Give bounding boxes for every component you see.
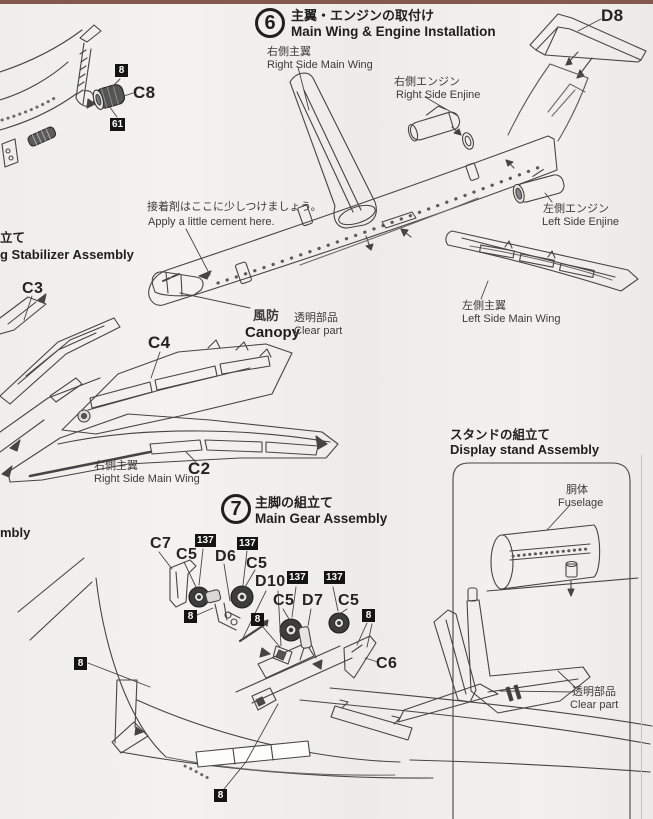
part-label-d10: D10	[255, 573, 286, 590]
stand-fuselage-en: Fuselage	[558, 497, 604, 509]
part-label-c8: C8	[133, 83, 156, 102]
part-label-c5-2: C5	[246, 555, 268, 572]
callout-left-wing-jp: 左側主翼	[462, 300, 506, 312]
paint-code-8-4: 8	[362, 609, 375, 622]
paint-code-137-1: 137	[195, 534, 216, 547]
paint-code-8-3: 8	[251, 613, 264, 626]
part-label-c5-3: C5	[273, 592, 295, 609]
part-label-d6: D6	[215, 548, 237, 565]
cut-title-stabilizer-en: g Stabilizer Assembly	[0, 247, 134, 262]
step7-title-en: Main Gear Assembly	[255, 511, 388, 526]
part-label-c7: C7	[150, 535, 172, 552]
part-label-c5-4: C5	[338, 592, 360, 609]
paint-code-61: 61	[110, 118, 126, 131]
cut-title-stabilizer-jp: 立て	[0, 231, 26, 245]
step6-assembly-drawing	[148, 63, 639, 309]
callout-left-engine-en: Left Side Enjine	[542, 216, 620, 228]
callout-right-wing-en: Right Side Main Wing	[267, 59, 373, 71]
step7-number: 7	[221, 494, 251, 524]
part-label-c4: C4	[148, 333, 171, 352]
callout-right-wing2-jp: 右側主翼	[94, 460, 138, 472]
stand-title-en: Display stand Assembly	[450, 442, 600, 457]
stand-clear-part-en: Clear part	[570, 699, 619, 711]
note-cement-en: Apply a little cement here.	[148, 216, 275, 228]
right-engine	[407, 105, 461, 142]
callout-left-engine-jp: 左側エンジン	[543, 203, 609, 215]
left-engine	[512, 168, 565, 204]
part-label-d8: D8	[601, 6, 624, 25]
paint-code-137-3: 137	[287, 571, 308, 584]
step6-title-jp: 主翼・エンジンの取付け	[291, 8, 435, 23]
d8-stabilizer-drawing	[529, 13, 647, 117]
scan-edge-strip	[0, 0, 653, 4]
stabilizer-parts-drawing	[0, 293, 121, 478]
tail-fuselage-engine-drawing	[0, 24, 134, 168]
paint-code-8-5: 8	[74, 657, 87, 670]
callout-right-wing-jp: 右側主翼	[267, 46, 311, 58]
callout-right-wing2-en: Right Side Main Wing	[94, 473, 200, 485]
callout-left-wing-en: Left Side Main Wing	[462, 313, 561, 325]
step6-number: 6	[255, 8, 285, 38]
stand-title-jp: スタンドの組立て	[450, 428, 551, 442]
paint-code-137-4: 137	[324, 571, 345, 584]
cut-title-assembly-en: mbly	[0, 525, 31, 540]
stand-clear-part-jp: 透明部品	[572, 686, 616, 698]
paint-code-8-2: 8	[184, 610, 197, 623]
step6-title-en: Main Wing & Engine Installation	[291, 24, 496, 39]
paint-code-8: 8	[115, 64, 128, 77]
callout-right-engine-jp: 右側エンジン	[394, 76, 460, 88]
callout-canopy-en: Canopy	[245, 324, 301, 341]
panel-fold-line	[641, 455, 642, 819]
engine-c8	[92, 84, 126, 110]
paint-code-137-2: 137	[237, 537, 258, 550]
callout-clear-part-jp: 透明部品	[294, 312, 338, 324]
paint-code-8-6: 8	[214, 789, 227, 802]
note-cement-jp: 接着剤はここに少しつけましょう。	[147, 201, 322, 213]
display-stand-drawing	[397, 462, 639, 819]
callout-canopy-jp: 風防	[253, 308, 280, 323]
part-label-c5-1: C5	[176, 546, 198, 563]
callout-right-engine-en: Right Side Enjine	[396, 89, 481, 101]
step7-title-jp: 主脚の組立て	[255, 495, 334, 510]
right-wing-assembly-drawing	[7, 339, 339, 483]
callout-clear-part-en: Clear part	[294, 325, 343, 337]
main-gear-drawing	[17, 548, 653, 790]
stand-fuselage-jp: 胴体	[566, 484, 588, 496]
part-label-d7: D7	[302, 592, 324, 609]
part-label-c6: C6	[376, 655, 398, 672]
part-label-c2: C2	[188, 459, 211, 478]
part-label-c3: C3	[22, 280, 44, 297]
